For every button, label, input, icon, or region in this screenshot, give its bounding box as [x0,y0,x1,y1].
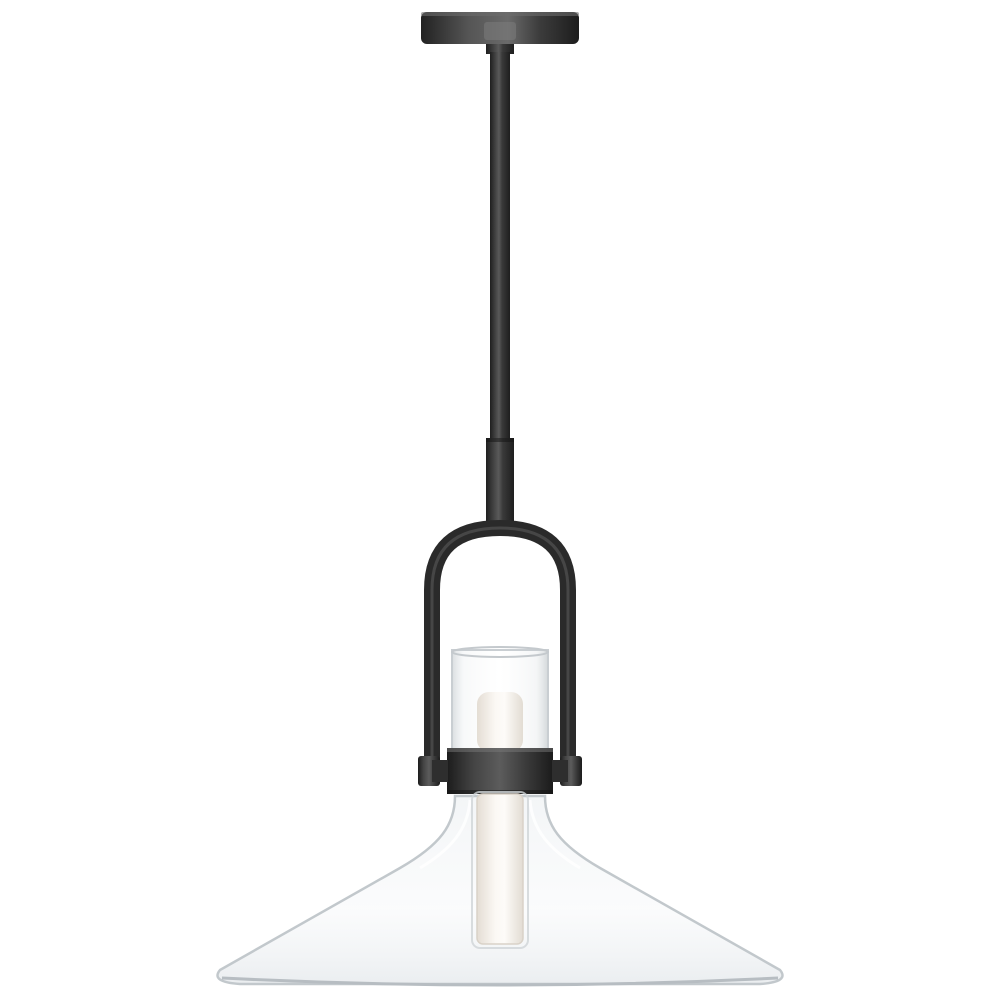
metal-collar [418,748,582,794]
opal-diffuser-bottom [471,791,529,949]
yoke-bracket [424,519,576,770]
down-rod [486,52,514,530]
opal-diffuser-top [477,692,523,752]
ceiling-canopy [421,12,579,54]
